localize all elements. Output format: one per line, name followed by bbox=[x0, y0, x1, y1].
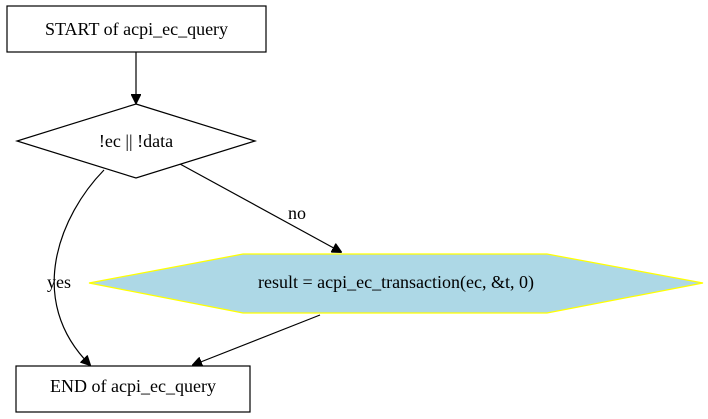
end-node bbox=[15, 365, 251, 413]
transaction-node-label: result = acpi_ec_transaction(ec, &t, 0) bbox=[258, 272, 534, 293]
edge-call-to-end bbox=[193, 314, 321, 365]
start-node bbox=[6, 5, 267, 53]
condition-node bbox=[14, 103, 258, 179]
transaction-node bbox=[88, 253, 704, 314]
end-node-label: END of acpi_ec_query bbox=[50, 376, 216, 396]
edge-check-to-call bbox=[179, 163, 341, 252]
edge-check-to-end bbox=[53, 169, 105, 365]
start-node-label: START of acpi_ec_query bbox=[45, 19, 228, 39]
condition-node-label: !ec || !data bbox=[99, 131, 173, 151]
edge-label-no: no bbox=[288, 203, 306, 223]
edge-label-yes: yes bbox=[47, 272, 71, 292]
